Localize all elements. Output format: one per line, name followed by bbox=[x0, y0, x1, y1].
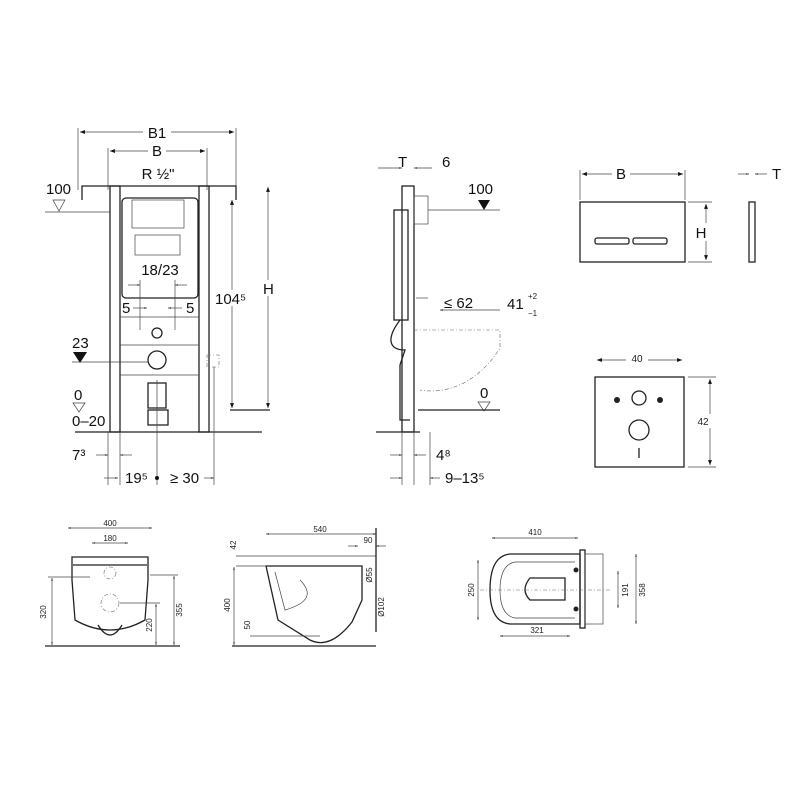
inlet-depth-90: 90 bbox=[364, 536, 373, 545]
height-104-5: 104⁵ bbox=[215, 291, 246, 308]
outlet-diameter: Ø102 bbox=[377, 597, 386, 617]
level-0-side: 0 bbox=[480, 385, 488, 402]
offset-right-5: 5 bbox=[186, 300, 194, 317]
bolt-spacing-191: 191 bbox=[621, 583, 630, 597]
bowl-top-view: 410 250 191 358 321 bbox=[467, 528, 647, 637]
bowl-height-400: 400 bbox=[223, 598, 232, 612]
center-19-5: 19⁵ bbox=[125, 470, 148, 487]
flush-plate-views: B H T bbox=[579, 164, 781, 263]
tolerance-plus: +2 bbox=[528, 292, 538, 301]
plate-height-h: H bbox=[696, 225, 707, 242]
top-length-410: 410 bbox=[528, 528, 542, 537]
bowl-length-540: 540 bbox=[313, 525, 327, 534]
bolt-spacing-180: 180 bbox=[103, 534, 117, 543]
level-100-side: 100 bbox=[468, 181, 493, 198]
seat-width-250: 250 bbox=[467, 583, 476, 597]
dim-b1: B1 bbox=[148, 125, 166, 142]
floor-range: 0–20 bbox=[72, 413, 105, 430]
wall-gap: 4⁸ bbox=[436, 447, 451, 464]
level-0: 0 bbox=[74, 387, 82, 404]
dim-b: B bbox=[152, 143, 162, 160]
dim-t: T bbox=[398, 154, 407, 171]
dim-6: 6 bbox=[442, 154, 450, 171]
socket-distance: ≥ 30 bbox=[170, 470, 199, 487]
wall-width-358: 358 bbox=[638, 583, 647, 597]
tolerance-minus: −1 bbox=[528, 309, 538, 318]
wall-range: 9–13⁵ bbox=[445, 470, 485, 487]
projection-62: ≤ 62 bbox=[444, 295, 473, 312]
outlet-height-220: 220 bbox=[145, 618, 154, 632]
spacing-18-23: 18/23 bbox=[141, 262, 179, 279]
supply-thread: R ½" bbox=[142, 166, 175, 183]
inlet-height-355: 355 bbox=[175, 603, 184, 617]
wall-plate-height: 42 bbox=[697, 417, 709, 428]
level-23: 23 bbox=[72, 335, 89, 352]
base-50: 50 bbox=[243, 620, 252, 629]
offset-left-5: 5 bbox=[122, 300, 130, 317]
top-thickness-42: 42 bbox=[229, 540, 238, 549]
plate-depth-t: T bbox=[772, 166, 781, 183]
seat-length-321: 321 bbox=[530, 626, 544, 635]
level-100: 100 bbox=[46, 181, 71, 198]
inlet-diameter: Ø55 bbox=[365, 567, 374, 583]
frame-side-view: T 6 100 ≤ 62 41 +2 −1 0 4⁸ 9–13⁵ bbox=[376, 154, 538, 487]
bolt-height-320: 320 bbox=[39, 605, 48, 619]
bowl-width-400: 400 bbox=[103, 519, 117, 528]
rail-offset: 7³ bbox=[72, 447, 85, 464]
pipe-height-41: 41 bbox=[507, 296, 524, 313]
wall-plate-width: 40 bbox=[631, 354, 643, 365]
frame-front-view: B1 B R ½" 100 23 0 0–20 18/23 5 5 104⁵ bbox=[45, 122, 276, 487]
height-h: H bbox=[263, 281, 274, 298]
bowl-front-view: 400 180 320 355 220 bbox=[39, 519, 184, 647]
bowl-side-view: 540 90 42 Ø55 Ø102 400 50 bbox=[223, 525, 386, 647]
plate-width-b: B bbox=[616, 166, 626, 183]
wall-plate-view: 40 42 bbox=[594, 350, 718, 468]
